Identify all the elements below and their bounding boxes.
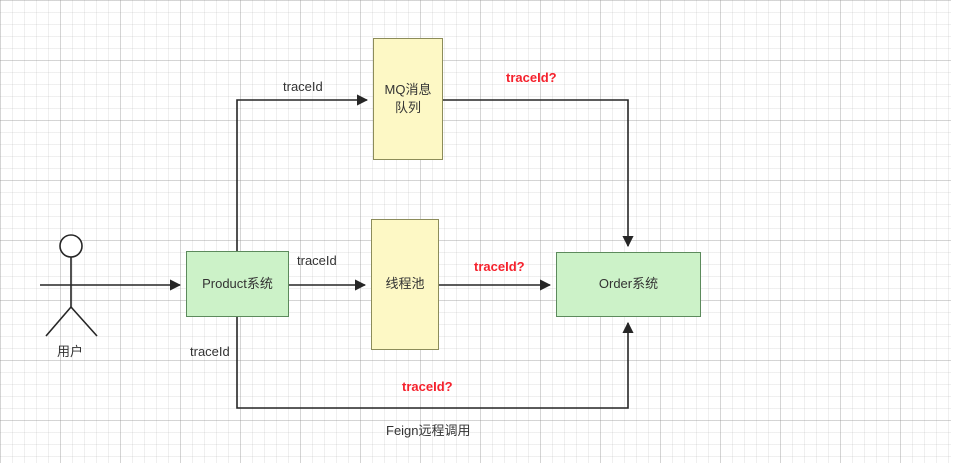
actor-leg-left <box>45 306 72 337</box>
mq-queue-label-line1: MQ消息 <box>384 81 432 97</box>
edge-label-traceid-to-mq: traceId <box>283 79 323 94</box>
edge-label-traceid-feign: traceId <box>190 344 230 359</box>
edge-label-traceid-question-feign: traceId? <box>402 379 453 394</box>
actor-head <box>59 234 83 258</box>
edge-label-traceid-question-mq-to-order: traceId? <box>506 70 557 85</box>
user-actor-label: 用户 <box>57 344 84 359</box>
feign-remote-call-caption: Feign远程调用 <box>386 423 471 438</box>
edge-label-traceid-question-pool-to-order: traceId? <box>474 259 525 274</box>
user-actor-figure <box>45 234 98 337</box>
order-system-node: Order系统 <box>556 252 701 317</box>
edge-label-traceid-to-threadpool: traceId <box>297 253 337 268</box>
actor-leg-right <box>70 306 98 337</box>
order-system-label: Order系统 <box>598 276 659 292</box>
product-system-node: Product系统 <box>186 251 289 317</box>
canvas-right-margin <box>951 0 965 469</box>
mq-queue-label-line2: 队列 <box>394 100 421 115</box>
canvas-bottom-margin <box>0 463 965 469</box>
product-system-label: Product系统 <box>202 275 273 291</box>
threadpool-label: 线程池 <box>385 276 425 292</box>
threadpool-node: 线程池 <box>371 219 439 350</box>
arrow-mq-to-order <box>443 99 634 248</box>
mq-queue-node: MQ消息 队列 <box>373 38 443 160</box>
arrow-product-to-mq <box>236 94 369 251</box>
